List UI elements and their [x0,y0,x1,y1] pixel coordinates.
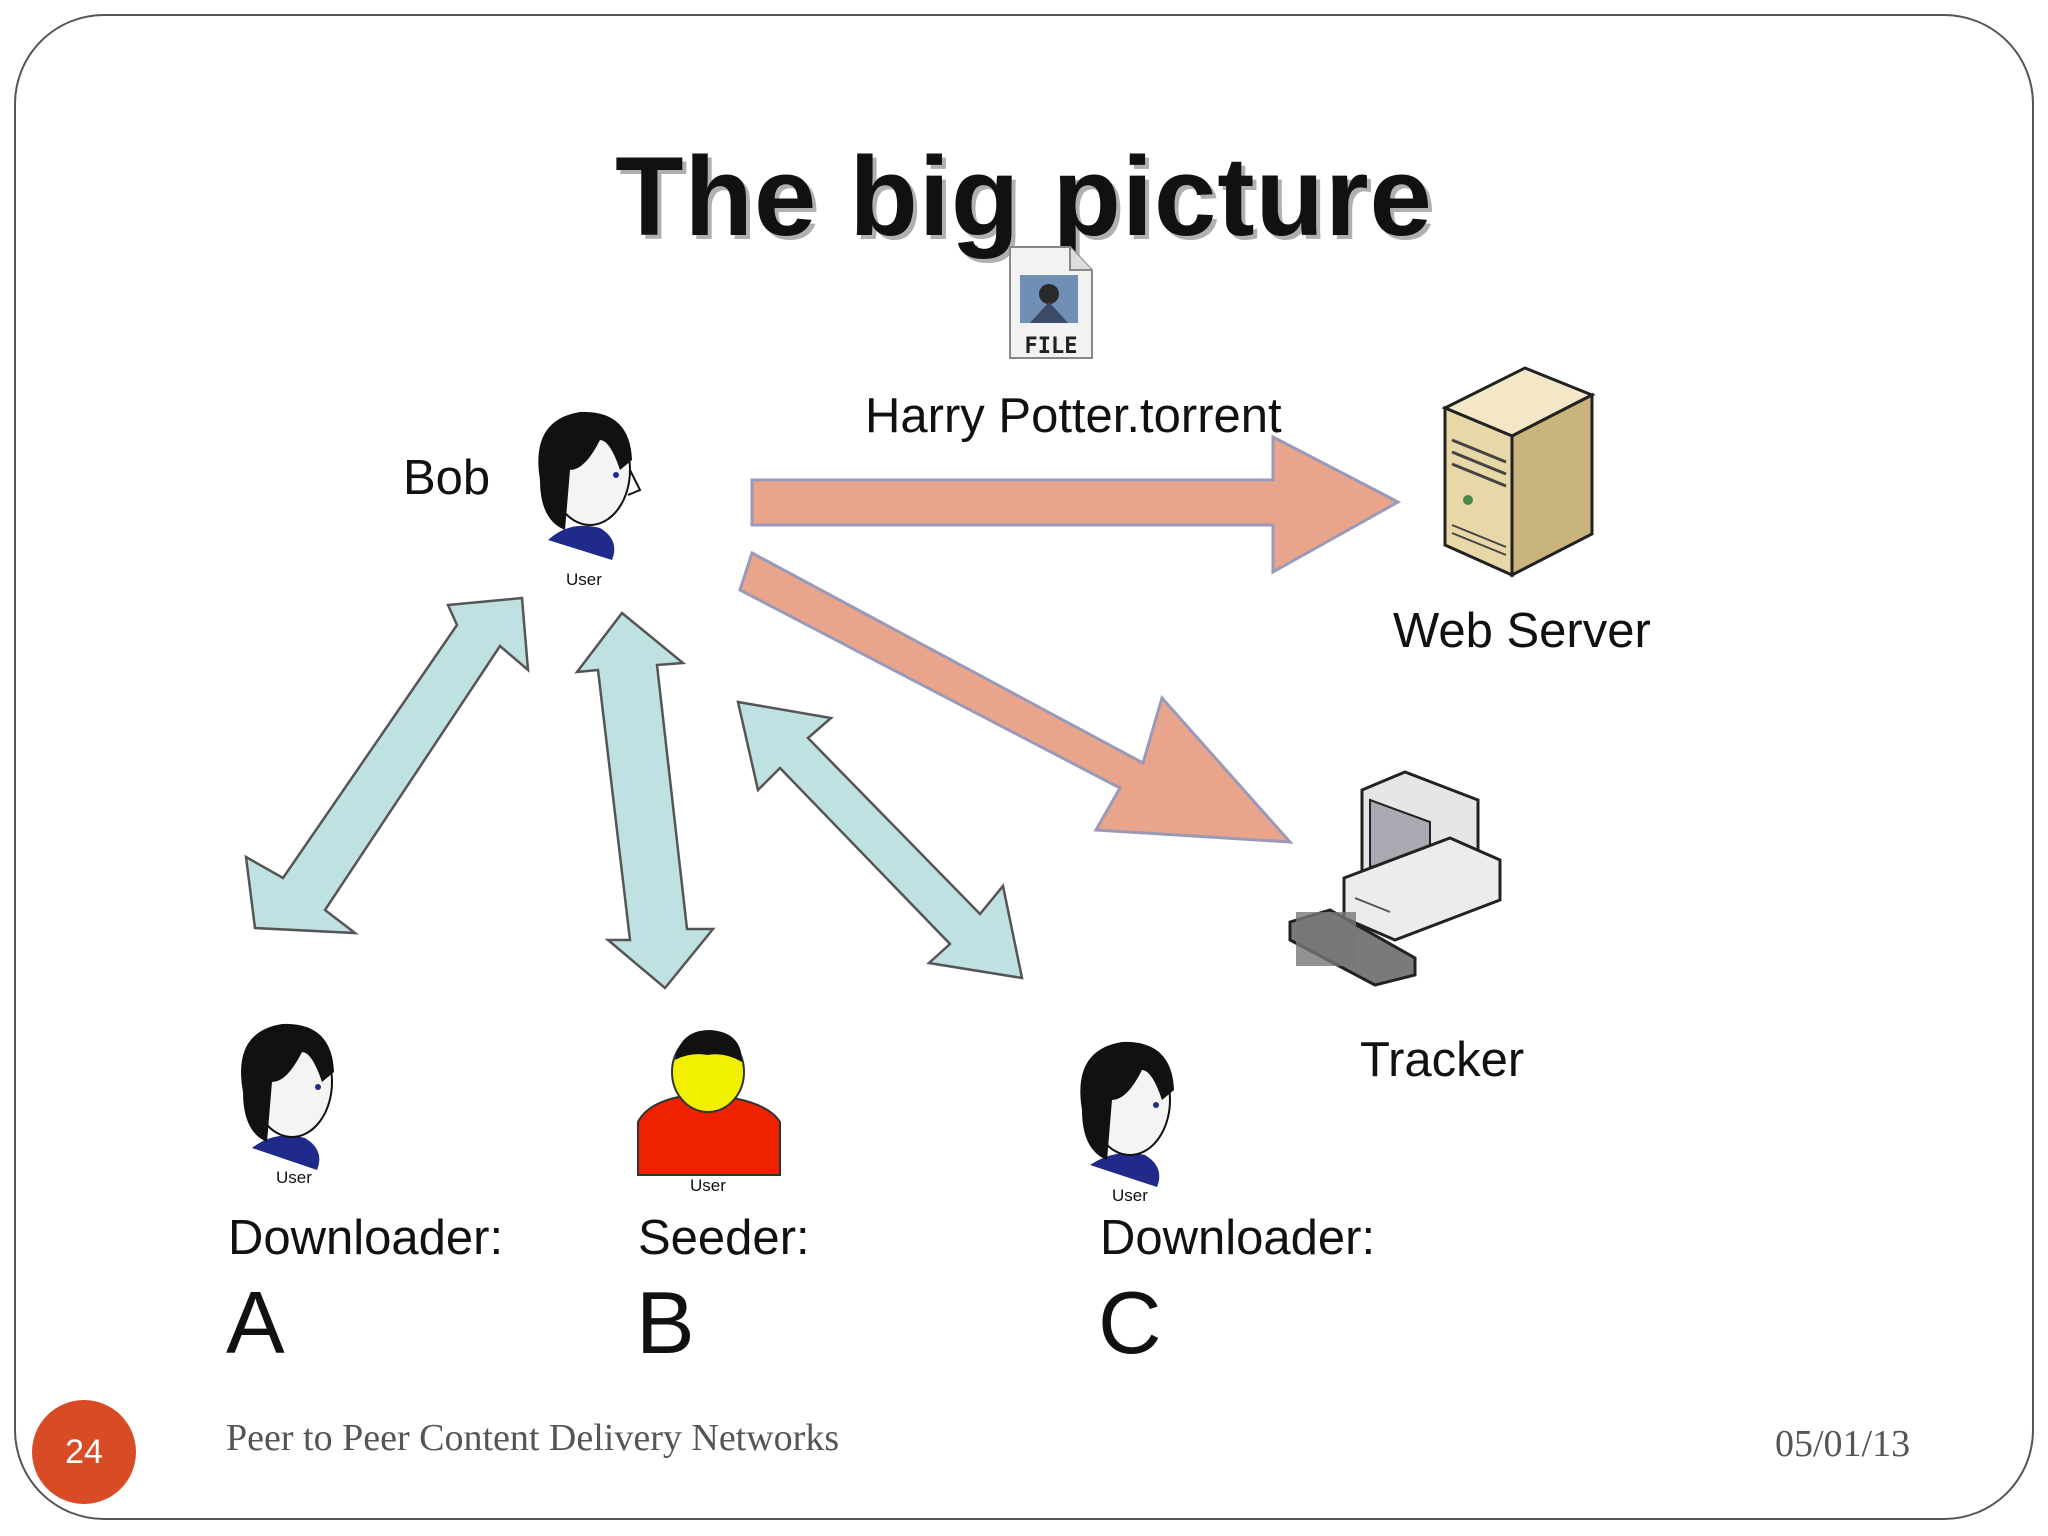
arrow-bob-seeder-b [574,611,716,990]
seeder-b-user-caption: User [690,1176,726,1195]
slide-title: The big picture [615,134,1433,259]
tracker-computer-icon [1288,770,1502,987]
tracker-label: Tracker [1360,1033,1525,1087]
downloader-a-user-icon [241,1023,334,1170]
footer-text: Peer to Peer Content Delivery Networks [226,1417,840,1459]
file-icon: FILE [1009,246,1093,359]
torrent-file-label: Harry Potter.torrent [865,389,1282,443]
downloader-a-user-caption: User [276,1168,312,1187]
downloader-c-role-label: Downloader: [1100,1211,1376,1265]
web-server-icon [1441,366,1596,578]
bob-user-icon [538,411,642,560]
web-server-label: Web Server [1393,604,1651,658]
seeder-b-letter: B [636,1273,695,1372]
seeder-b-role-label: Seeder: [638,1211,810,1265]
page-number-badge: 24 [32,1400,136,1504]
arrow-bob-to-tracker [738,550,1294,844]
downloader-a-letter: A [226,1273,285,1372]
svg-text:FILE: FILE [1025,334,1078,359]
bob-label: Bob [403,451,491,505]
downloader-c-user-icon [1080,1041,1174,1187]
arrow-bob-downloader-c [736,700,1024,980]
arrow-bob-to-webserver [750,434,1402,575]
bob-user-caption: User [566,570,602,589]
seeder-b-user-icon [637,1030,781,1176]
arrow-bob-downloader-a [244,596,530,935]
downloader-c-user-caption: User [1112,1186,1148,1205]
downloader-c-letter: C [1098,1273,1162,1372]
footer-date: 05/01/13 [1775,1423,1911,1465]
downloader-a-role-label: Downloader: [228,1211,504,1265]
